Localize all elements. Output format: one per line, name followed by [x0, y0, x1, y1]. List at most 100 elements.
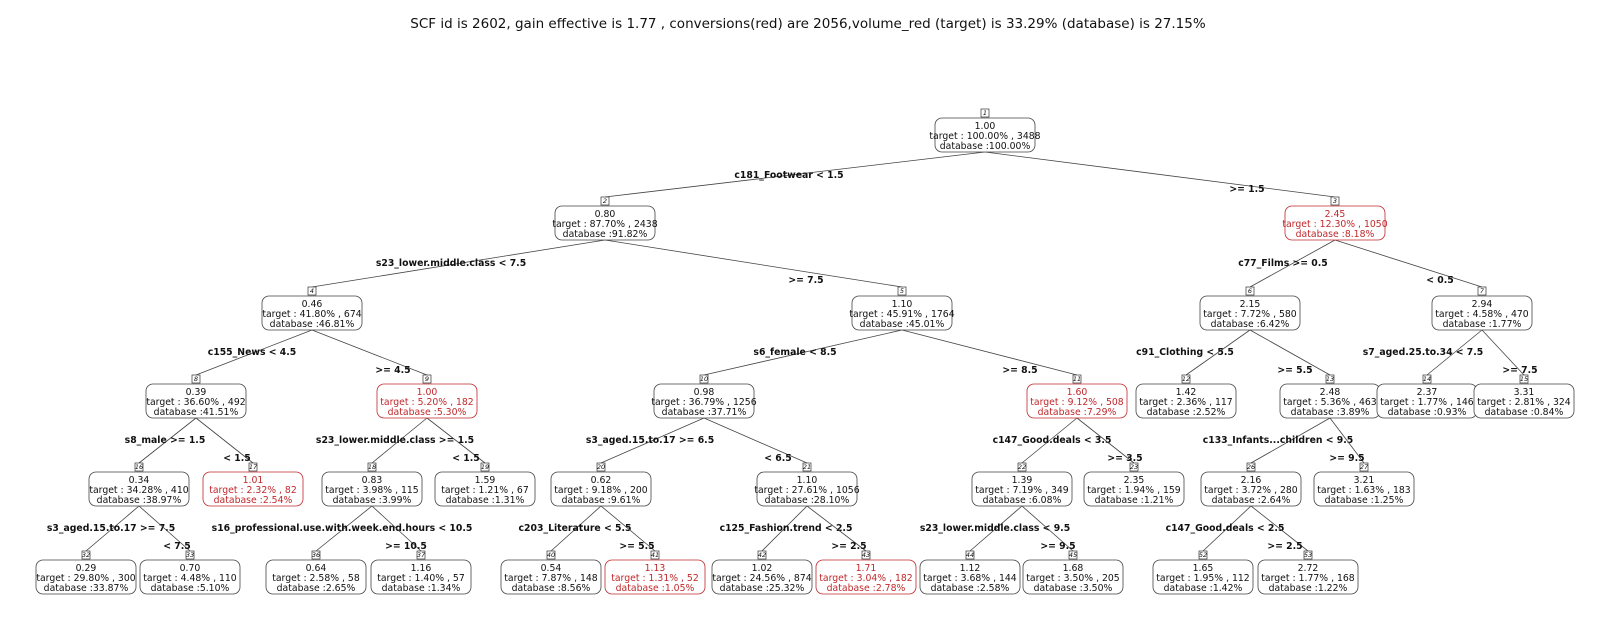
- node-target-37: target : 1.40% , 57: [377, 573, 465, 584]
- node-id-20: 20: [597, 463, 605, 471]
- node-id-box-15: [1519, 374, 1529, 384]
- node-id-26: 26: [1247, 463, 1255, 471]
- node-target-9: target : 5.20% , 182: [380, 397, 473, 408]
- split-label-6-12: c91_Clothing < 5.5: [1136, 347, 1234, 358]
- node-database-19: database :1.31%: [446, 495, 525, 506]
- node-database-11: database :7.29%: [1038, 407, 1117, 418]
- node-id-box-23: [1129, 462, 1139, 472]
- node-id-box-1: [980, 108, 990, 118]
- tree-node-52: [1152, 559, 1254, 595]
- node-gain-40: 0.54: [541, 563, 562, 574]
- tree-node-6: [1199, 295, 1301, 331]
- node-id-8: 8: [194, 375, 198, 383]
- node-target-5: target : 45.91% , 1764: [849, 309, 954, 320]
- node-id-37: 37: [417, 551, 426, 559]
- node-id-box-16: [134, 462, 144, 472]
- tree-edge-18-37: [371, 505, 422, 552]
- node-gain-41: 1.13: [645, 563, 666, 574]
- node-id-52: 52: [1199, 551, 1207, 559]
- tree-edge-16-33: [138, 505, 191, 552]
- node-database-52: database :1.42%: [1164, 583, 1243, 594]
- node-database-53: database :1.22%: [1269, 583, 1348, 594]
- split-label-21-42: c125_Fashion.trend < 2.5: [720, 523, 853, 534]
- node-target-22: target : 7.19% , 349: [975, 485, 1069, 496]
- tree-edge-11-22: [1021, 417, 1078, 464]
- node-gain-19: 1.59: [475, 475, 496, 486]
- node-gain-27: 3.21: [1354, 475, 1375, 486]
- split-label-4-8: c155_News < 4.5: [208, 347, 297, 358]
- node-gain-5: 1.10: [892, 299, 913, 310]
- tree-node-17: [202, 471, 304, 507]
- node-database-7: database :1.77%: [1443, 319, 1522, 330]
- node-id-box-11: [1072, 374, 1082, 384]
- node-id-14: 14: [1423, 375, 1431, 383]
- node-target-6: target : 7.72% , 580: [1203, 309, 1297, 320]
- tree-node-18: [321, 471, 423, 507]
- split-label-22-44: s23_lower.middle.class < 9.5: [920, 523, 1070, 534]
- split-label-22-45: >= 9.5: [1040, 541, 1075, 552]
- node-gain-21: 1.10: [797, 475, 818, 486]
- node-id-box-9: [422, 374, 432, 384]
- split-label-26-53: >= 2.5: [1267, 541, 1302, 552]
- node-id-box-21: [802, 462, 812, 472]
- tree-node-43: [815, 559, 917, 595]
- split-label-5-11: >= 8.5: [1002, 365, 1037, 376]
- tree-node-41: [604, 559, 706, 595]
- tree-node-27: [1313, 471, 1415, 507]
- split-label-6-13: >= 5.5: [1277, 365, 1312, 376]
- tree-node-23: [1083, 471, 1185, 507]
- tree-node-15: [1473, 383, 1575, 419]
- node-database-41: database :1.05%: [616, 583, 695, 594]
- node-gain-12: 1.42: [1176, 387, 1197, 398]
- node-id-44: 44: [966, 551, 974, 559]
- tree-edge-20-40: [550, 505, 602, 552]
- tree-edge-3-6: [1249, 239, 1336, 288]
- node-target-32: target : 29.80% , 300: [36, 573, 135, 584]
- node-gain-22: 1.39: [1012, 475, 1033, 486]
- node-id-43: 43: [862, 551, 870, 559]
- node-id-27: 27: [1360, 463, 1369, 471]
- node-id-33: 33: [186, 551, 194, 559]
- node-id-11: 11: [1073, 375, 1081, 383]
- split-label-18-37: >= 10.5: [385, 541, 427, 552]
- node-id-3: 3: [1333, 197, 1337, 205]
- node-target-41: target : 1.31% , 52: [611, 573, 699, 584]
- tree-node-40: [500, 559, 602, 595]
- split-label-10-21: < 6.5: [764, 453, 792, 464]
- tree-edge-21-42: [761, 505, 808, 552]
- node-id-box-8: [191, 374, 201, 384]
- tree-edge-21-43: [806, 505, 867, 552]
- split-label-7-14: s7_aged.25.to.34 < 7.5: [1363, 347, 1484, 358]
- node-gain-18: 0.83: [362, 475, 383, 486]
- node-database-5: database :45.01%: [860, 319, 945, 330]
- node-id-box-4: [307, 286, 317, 296]
- node-database-17: database :2.54%: [214, 495, 293, 506]
- node-id-box-52: [1198, 550, 1208, 560]
- split-label-9-18: s23_lower.middle.class >= 1.5: [316, 435, 474, 446]
- split-label-8-16: s8_male >= 1.5: [125, 435, 206, 446]
- node-gain-13: 2.48: [1320, 387, 1341, 398]
- node-gain-23: 2.35: [1124, 475, 1145, 486]
- node-gain-36: 0.64: [306, 563, 327, 574]
- tree-node-10: [653, 383, 755, 419]
- node-target-52: target : 1.95% , 112: [1156, 573, 1249, 584]
- node-id-box-3: [1330, 196, 1340, 206]
- split-label-2-5: >= 7.5: [788, 275, 823, 286]
- node-gain-7: 2.94: [1472, 299, 1493, 310]
- node-target-19: target : 1.21% , 67: [441, 485, 529, 496]
- node-gain-32: 0.29: [76, 563, 97, 574]
- tree-edge-7-15: [1481, 329, 1525, 376]
- tree-edge-8-16: [138, 417, 197, 464]
- node-database-20: database :9.61%: [562, 495, 641, 506]
- node-database-26: database :2.64%: [1212, 495, 1291, 506]
- split-label-1-2: c181_Footwear < 1.5: [734, 170, 843, 181]
- node-database-1: database :100.00%: [940, 141, 1031, 152]
- node-id-40: 40: [547, 551, 555, 559]
- node-database-32: database :33.87%: [44, 583, 129, 594]
- node-id-box-53: [1303, 550, 1313, 560]
- tree-node-5: [851, 295, 953, 331]
- node-id-box-41: [650, 550, 660, 560]
- node-id-box-19: [480, 462, 490, 472]
- node-id-box-18: [367, 462, 377, 472]
- node-database-9: database :5.30%: [388, 407, 467, 418]
